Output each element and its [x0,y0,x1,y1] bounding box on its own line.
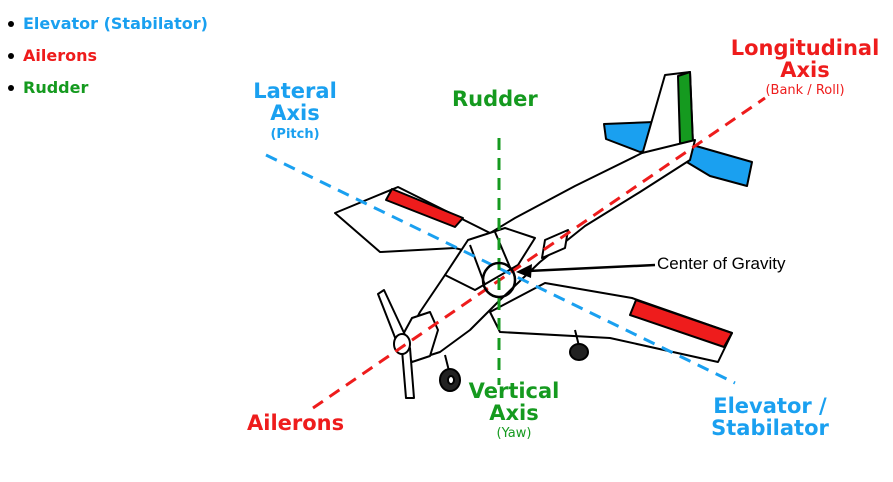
canopy [444,227,536,291]
center-of-gravity-arrow-line [527,263,656,273]
legend-item-elevator: Elevator (Stabilator) [6,8,208,40]
longitudinal-axis-line [312,96,766,410]
longitudinal-axis-label: Longitudinal Axis (Bank / Roll) [730,36,880,98]
legend-item-ailerons: Ailerons [6,40,208,72]
vertical-axis-label: Vertical Axis (Yaw) [468,379,560,441]
main-gear-wheel [569,343,589,361]
ailerons-label: Ailerons [247,411,345,435]
legend-item-rudder: Rudder [6,72,208,104]
rudder-surface [677,71,694,146]
nose-wheel-hub [447,375,455,385]
lateral-axis-label: Lateral Axis (Pitch) [253,79,337,142]
propeller-blade-top [377,289,406,341]
bullet-icon [8,85,14,91]
bullet-icon [8,53,14,59]
legend: Elevator (Stabilator) Ailerons Rudder [6,8,208,104]
right-aileron [629,299,733,348]
center-of-gravity-arrowhead [516,264,532,278]
center-of-gravity-marker [481,261,517,299]
bullet-icon [8,21,14,27]
center-of-gravity-label: Center of Gravity [657,254,786,273]
left-aileron [385,188,464,228]
elevator-stabilator-label: Elevator / Stabilator [711,394,829,440]
rudder-label: Rudder [452,87,538,111]
